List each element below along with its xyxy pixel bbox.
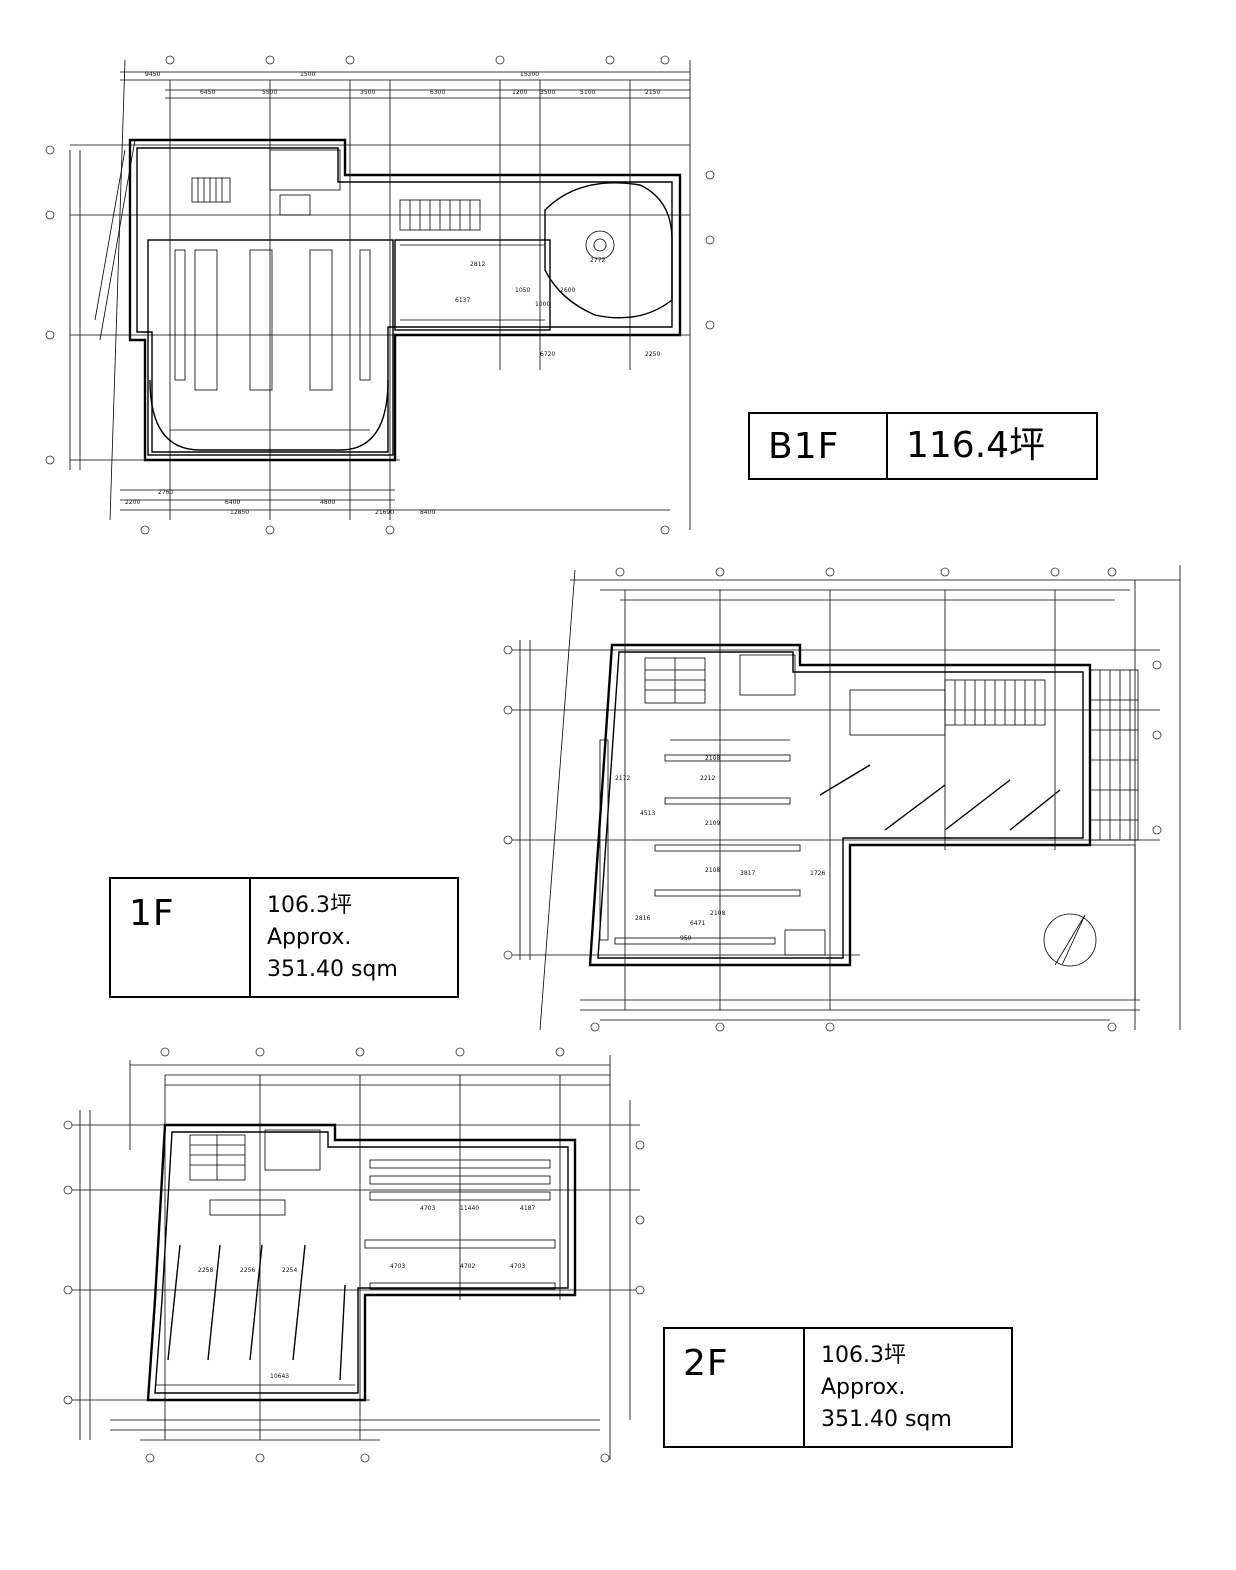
b1f-area-tsubo: 116.4坪 <box>906 425 1046 466</box>
dimension-label: 5100 <box>580 89 595 96</box>
f2-area-info: 106.3坪 Approx. 351.40 sqm <box>805 1329 952 1446</box>
f2-plan-lines <box>63 1047 645 1463</box>
b1f-area-info: 116.4坪 <box>888 414 1045 478</box>
dimension-label: 2772 <box>590 257 605 264</box>
dimension-label: 2256 <box>240 1267 255 1274</box>
dimension-label: 6300 <box>430 89 445 96</box>
dimension-label: 8400 <box>420 509 435 516</box>
dimension-label: 6720 <box>540 351 555 358</box>
dimension-labels: 9450 6450 5500 1500 3500 6300 15300 1200 3500 510… <box>125 71 825 1380</box>
dimension-label: 2150 <box>645 89 660 96</box>
dimension-label: 3500 <box>360 89 375 96</box>
dimension-label: 1726 <box>810 870 825 877</box>
b1f-floor-label: B1F <box>750 414 888 478</box>
dimension-label: 6450 <box>200 89 215 96</box>
f1-area-tsubo: 106.3坪 <box>267 892 352 918</box>
f2-area-sqm: 351.40 sqm <box>821 1406 952 1432</box>
dimension-label: 5500 <box>262 89 277 96</box>
f2-area-box: 2F 106.3坪 Approx. 351.40 sqm <box>663 1327 1013 1448</box>
dimension-label: 2816 <box>635 915 650 922</box>
b1f-plan-lines <box>45 55 715 535</box>
dimension-label: 21690 <box>375 509 394 516</box>
dimension-label: 4513 <box>640 810 655 817</box>
f1-area-box: 1F 106.3坪 Approx. 351.40 sqm <box>109 877 459 998</box>
dimension-label: 950 <box>680 935 692 942</box>
dimension-label: 2108 <box>710 910 725 917</box>
dimension-label: 3500 <box>540 89 555 96</box>
dimension-label: 9450 <box>145 71 160 78</box>
dimension-label: 1500 <box>300 71 315 78</box>
dimension-label: 2200 <box>125 499 140 506</box>
dimension-label: 2812 <box>470 261 485 268</box>
dimension-label: 1200 <box>512 89 527 96</box>
dimension-label: 4703 <box>510 1263 525 1270</box>
dimension-label: 6471 <box>690 920 705 927</box>
f1-plan-lines <box>503 565 1181 1032</box>
dimension-label: 2108 <box>705 867 720 874</box>
dimension-label: 2172 <box>615 775 630 782</box>
dimension-label: 12850 <box>230 509 249 516</box>
dimension-label: 4702 <box>460 1263 475 1270</box>
dimension-label: 1000 <box>535 301 550 308</box>
dimension-label: 6137 <box>455 297 470 304</box>
dimension-label: 2760 <box>158 489 173 496</box>
dimension-label: 11440 <box>460 1205 479 1212</box>
dimension-label: 4800 <box>320 499 335 506</box>
dimension-label: 4703 <box>390 1263 405 1270</box>
dimension-label: 6400 <box>225 499 240 506</box>
dimension-label: 10643 <box>270 1373 289 1380</box>
dimension-label: 1050 <box>515 287 530 294</box>
dimension-label: 2212 <box>700 775 715 782</box>
dimension-label: 3817 <box>740 870 755 877</box>
dimension-label: 4187 <box>520 1205 535 1212</box>
dimension-label: 2600 <box>560 287 575 294</box>
dimension-label: 15300 <box>520 71 539 78</box>
dimension-label: 2254 <box>282 1267 297 1274</box>
dimension-label: 2250 <box>645 351 660 358</box>
f1-area-sqm: 351.40 sqm <box>267 956 398 982</box>
dimension-label: 2109 <box>705 820 720 827</box>
dimension-label: 4703 <box>420 1205 435 1212</box>
f2-floor-label: 2F <box>665 1329 805 1446</box>
f1-area-info: 106.3坪 Approx. 351.40 sqm <box>251 879 398 996</box>
b1f-area-box: B1F 116.4坪 <box>748 412 1098 480</box>
f2-approx-label: Approx. <box>821 1374 906 1400</box>
f1-floor-label: 1F <box>111 879 251 996</box>
dimension-label: 2108 <box>705 755 720 762</box>
f2-area-tsubo: 106.3坪 <box>821 1342 906 1368</box>
dimension-label: 2258 <box>198 1267 213 1274</box>
f1-approx-label: Approx. <box>267 924 352 950</box>
